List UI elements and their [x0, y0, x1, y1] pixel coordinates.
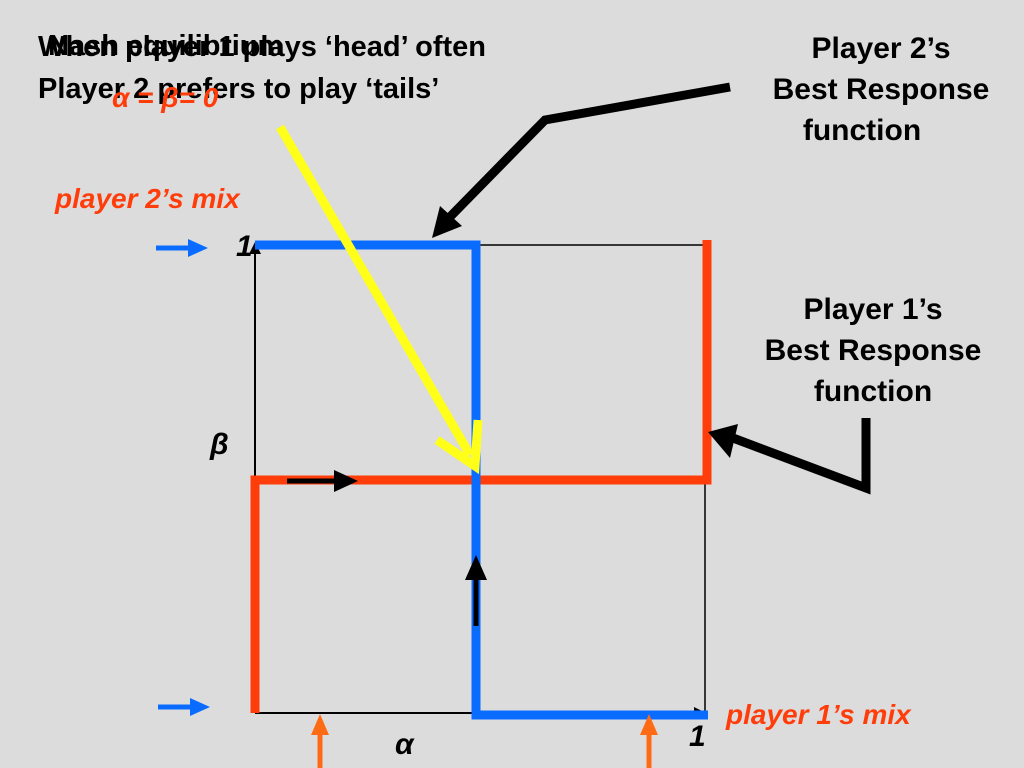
- player1-callout-arrowhead: [708, 424, 738, 458]
- nash-equilibrium-title: Nash equilibrium: [48, 30, 284, 62]
- player1-best-response-curve: [250, 240, 712, 713]
- player2-mix-label: player 2’s mix: [55, 183, 240, 214]
- player1-label-line-2: Best Response: [764, 334, 982, 367]
- player2-best-response-label: Player 2’s Best Response function: [752, 28, 1010, 151]
- player2-callout-arrowhead: [432, 206, 462, 238]
- y-axis-label-beta: β: [210, 428, 229, 461]
- orange-arrow-right-head: [640, 714, 658, 735]
- player2-callout-arrow: [441, 82, 731, 226]
- nash-equilibrium-condition: α = β= 0: [112, 82, 219, 113]
- player2-best-response-curve: [255, 240, 708, 720]
- y-axis-tick-1: 1: [236, 230, 253, 263]
- direction-arrow-up-head: [465, 555, 487, 580]
- player1-label-line-1: Player 1’s: [803, 293, 943, 326]
- x-axis-tick-1: 1: [689, 720, 706, 753]
- direction-arrow-right-head: [334, 470, 358, 492]
- player2-label-line-3: function: [802, 114, 922, 147]
- player1-mix-label: player 1’s mix: [726, 699, 911, 730]
- orange-arrow-left-head: [311, 714, 329, 735]
- headline: When player 1 plays ‘head’ often Player …: [38, 30, 486, 106]
- blue-arrow-top-head: [188, 239, 208, 257]
- player1-label-line-3: function: [813, 375, 933, 408]
- x-axis-label-alpha: α: [395, 728, 414, 761]
- nash-highlight-arrowhead: [434, 419, 483, 475]
- player1-callout-arrow: [731, 418, 871, 495]
- player2-label-line-2: Best Response: [772, 73, 990, 106]
- headline-line-2: Player 2 prefers to play ‘tails’: [38, 73, 440, 105]
- player2-label-line-1: Player 2’s: [811, 32, 951, 65]
- player1-best-response-label: Player 1’s Best Response function: [744, 289, 1002, 412]
- nash-highlight-arrow-shaft: [276, 124, 474, 458]
- headline-line-1: When player 1 plays ‘head’ often: [38, 31, 487, 63]
- blue-arrow-bottom-head: [190, 698, 210, 716]
